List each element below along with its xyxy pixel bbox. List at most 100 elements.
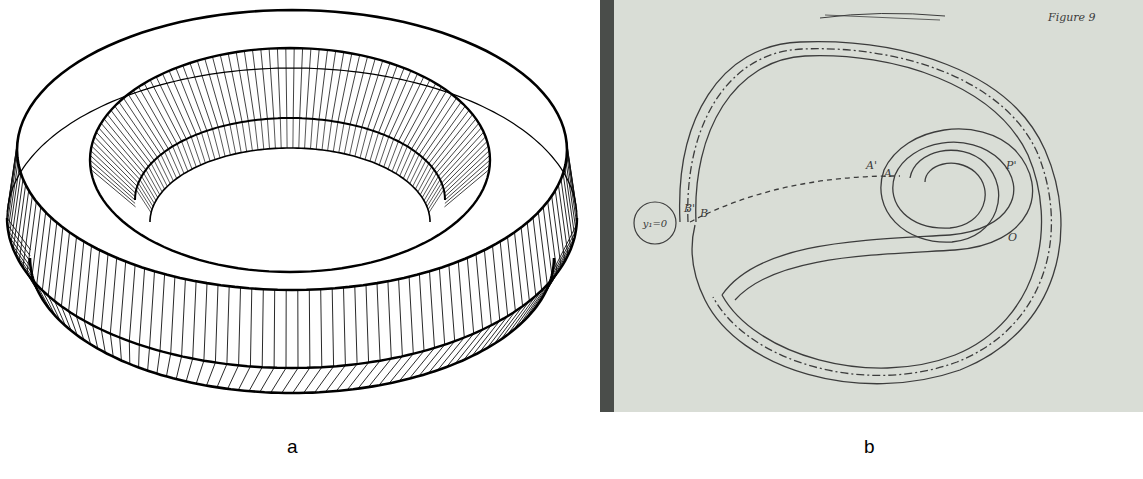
hatch-line <box>138 183 153 207</box>
hatch-line <box>248 121 252 151</box>
hatch-line <box>205 59 224 126</box>
hatch-line <box>458 262 464 338</box>
figure-title: Figure 9 <box>1048 12 1096 23</box>
hatch-line <box>420 170 434 195</box>
hatch-line <box>165 152 177 179</box>
point-label: O <box>1008 232 1017 243</box>
hatch-line <box>160 274 165 351</box>
hatch-line <box>213 57 230 125</box>
hatch-line <box>338 54 352 123</box>
hatch-line <box>169 149 181 176</box>
hatch-line <box>32 207 41 279</box>
hatch-line <box>467 258 473 334</box>
hatch-line <box>333 122 338 152</box>
hatch-line <box>445 151 490 194</box>
hatch-line <box>90 165 135 204</box>
hatch-line <box>250 289 251 367</box>
hatch-line <box>366 285 369 363</box>
hatch-line <box>552 196 561 267</box>
hatch-line <box>282 368 298 393</box>
hatch-line <box>261 49 268 119</box>
hatch-line <box>388 281 391 358</box>
hatch-line <box>37 212 46 285</box>
hatch-line <box>325 51 335 120</box>
hatch-line <box>384 139 394 167</box>
hatch-line <box>138 345 140 368</box>
twisted-torus <box>7 10 577 393</box>
hatch-line <box>171 277 175 354</box>
hatch-line <box>332 52 344 121</box>
hatch-line <box>315 366 334 392</box>
hatch-line <box>394 77 424 139</box>
torus-rim <box>30 258 554 393</box>
hatch-line <box>94 137 138 183</box>
hatch-line <box>370 133 379 162</box>
hatch-line <box>449 265 455 341</box>
hatch-line <box>344 288 346 366</box>
hatch-line <box>93 250 100 325</box>
hatch-line <box>101 330 105 353</box>
hatch-line <box>269 49 274 119</box>
hatch-line <box>173 146 184 173</box>
paper-photo <box>600 0 1143 412</box>
hatch-line <box>328 121 332 151</box>
hatch-line <box>280 118 282 148</box>
hatch-line <box>344 55 360 123</box>
hatch-line <box>392 144 403 171</box>
torus-rim <box>150 148 430 222</box>
hatch-line <box>215 285 218 363</box>
hatch-line <box>191 137 201 165</box>
hatch-line <box>409 277 413 354</box>
hatch-line <box>27 202 36 274</box>
condition-text: y₁=0 <box>643 218 667 229</box>
hatch-line <box>434 119 476 170</box>
torus-rim <box>17 10 567 290</box>
hatch-line <box>110 334 113 357</box>
hatch-line <box>99 128 142 177</box>
hatch-line <box>484 250 491 325</box>
hatch-line <box>412 90 447 149</box>
hatch-line <box>305 118 307 148</box>
hatch-line <box>19 191 29 262</box>
hatch-line <box>432 114 473 166</box>
hatch-line <box>271 368 286 393</box>
hatch-line <box>166 354 170 377</box>
hatch-line <box>148 167 162 192</box>
hatch-line <box>120 338 122 361</box>
hatch-line <box>157 351 160 374</box>
hatch-line <box>326 365 346 392</box>
hatch-line <box>286 290 287 368</box>
hatch-line <box>555 191 565 262</box>
hatch-line <box>133 90 168 149</box>
torus-rim <box>135 118 445 200</box>
hatch-line <box>182 141 192 169</box>
hatch-line <box>515 232 523 306</box>
hatch-line <box>144 173 158 198</box>
hatch-line <box>389 74 418 137</box>
hatch-line <box>238 366 250 390</box>
hatch-line <box>500 242 508 317</box>
hatch-line <box>61 232 69 306</box>
hatch-line <box>120 262 126 338</box>
hatch-line <box>493 246 500 321</box>
hatch-line <box>140 180 155 204</box>
hatch-line <box>230 124 236 153</box>
hatch-line <box>242 122 247 152</box>
hatch-line <box>101 254 108 330</box>
hatch-line <box>169 71 196 135</box>
hatch-line <box>196 361 204 384</box>
hatch-line <box>332 289 333 367</box>
point-label: A <box>884 168 892 179</box>
hatch-line <box>476 254 483 330</box>
hatch-line <box>543 207 552 279</box>
sketch-curves <box>680 13 1061 383</box>
hatch-line <box>150 271 155 348</box>
hatch-line <box>227 286 229 364</box>
point-label: B <box>700 208 708 219</box>
hatch-line <box>156 77 186 139</box>
hatch-line <box>76 242 84 317</box>
hatch-line <box>213 129 221 158</box>
hatch-line <box>139 268 144 344</box>
hatch-line <box>91 151 136 194</box>
hatch-line <box>311 119 313 149</box>
